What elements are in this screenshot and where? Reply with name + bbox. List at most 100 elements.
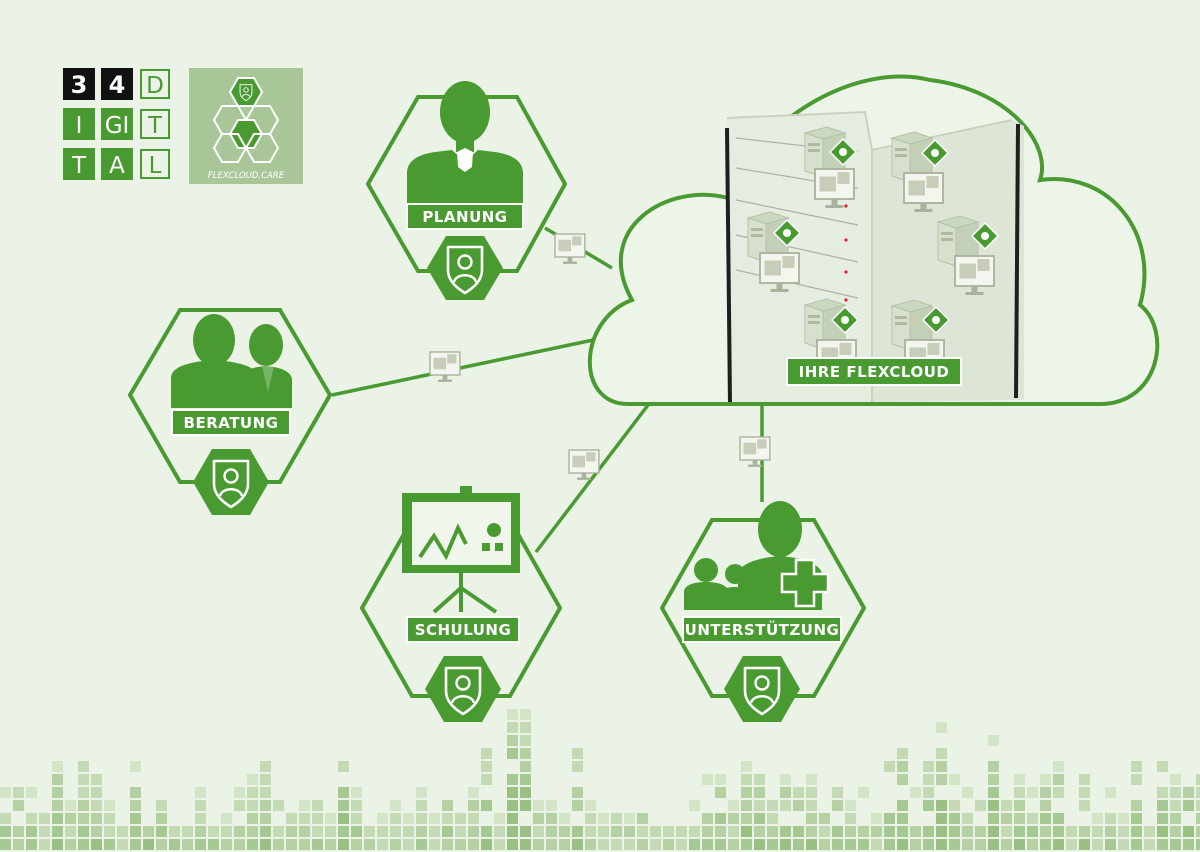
skyline-pixel <box>299 826 310 837</box>
skyline-pixel <box>273 839 284 850</box>
skyline-pixel <box>507 709 518 720</box>
skyline-pixel <box>988 787 999 798</box>
skyline-pixel <box>507 735 518 746</box>
skyline-pixel <box>507 787 518 798</box>
skyline-pixel <box>351 826 362 837</box>
logo-char: 3 <box>71 71 88 99</box>
skyline-pixel <box>741 787 752 798</box>
skyline-pixel <box>702 839 713 850</box>
skyline-pixel <box>338 813 349 824</box>
skyline-pixel <box>689 826 700 837</box>
skyline-pixel <box>39 826 50 837</box>
skyline-pixel <box>806 774 817 785</box>
skyline-pixel <box>1170 839 1181 850</box>
skyline-pixel <box>312 800 323 811</box>
skyline-pixel <box>585 800 596 811</box>
skyline-pixel <box>52 839 63 850</box>
skyline-pixel <box>195 813 206 824</box>
skyline-pixel <box>234 800 245 811</box>
skyline-pixel <box>1053 774 1064 785</box>
skyline-pixel <box>520 826 531 837</box>
skyline-pixel <box>1183 839 1194 850</box>
service-label-unterstuetzung: UNTERSTÜTZUNG <box>685 620 840 639</box>
skyline-pixel <box>507 800 518 811</box>
skyline-pixel <box>715 839 726 850</box>
skyline-pixel <box>91 787 102 798</box>
skyline-pixel <box>780 826 791 837</box>
skyline-pixel <box>65 839 76 850</box>
skyline-pixel <box>416 826 427 837</box>
logo-char: I <box>76 113 83 139</box>
skyline-pixel <box>0 826 11 837</box>
skyline-pixel <box>520 748 531 759</box>
skyline-pixel <box>741 839 752 850</box>
skyline-pixel <box>221 826 232 837</box>
skyline-pixel <box>299 839 310 850</box>
service-label-planung: PLANUNG <box>422 208 507 226</box>
skyline-pixel <box>988 826 999 837</box>
skyline-pixel <box>1157 813 1168 824</box>
skyline-pixel <box>793 800 804 811</box>
skyline-pixel <box>468 787 479 798</box>
skyline-pixel <box>780 774 791 785</box>
skyline-pixel <box>468 826 479 837</box>
skyline-pixel <box>845 839 856 850</box>
skyline-pixel <box>715 787 726 798</box>
skyline-pixel <box>689 839 700 850</box>
skyline-pixel <box>195 826 206 837</box>
skyline-pixel <box>1170 826 1181 837</box>
skyline-pixel <box>78 813 89 824</box>
logo-char: L <box>149 153 162 179</box>
skyline-pixel <box>1027 839 1038 850</box>
skyline-pixel <box>585 813 596 824</box>
skyline-pixel <box>234 826 245 837</box>
skyline-pixel <box>1118 813 1129 824</box>
skyline-pixel <box>429 826 440 837</box>
skyline-pixel <box>156 813 167 824</box>
skyline-pixel <box>1040 813 1051 824</box>
skyline-pixel <box>481 826 492 837</box>
skyline-pixel <box>130 839 141 850</box>
skyline-pixel <box>650 839 661 850</box>
skyline-pixel <box>988 761 999 772</box>
skyline-pixel <box>442 826 453 837</box>
skyline-pixel <box>1014 839 1025 850</box>
skyline-pixel <box>910 787 921 798</box>
skyline-pixel <box>78 800 89 811</box>
skyline-pixel <box>143 826 154 837</box>
skyline-pixel <box>403 826 414 837</box>
skyline-pixel <box>26 813 37 824</box>
skyline-pixel <box>1053 839 1064 850</box>
skyline-pixel <box>390 826 401 837</box>
skyline-pixel <box>715 813 726 824</box>
skyline-pixel <box>156 826 167 837</box>
skyline-pixel <box>117 839 128 850</box>
logo-34digital: 3 4 D I GI T T A L <box>63 68 170 180</box>
skyline-pixel <box>286 826 297 837</box>
skyline-pixel-pattern <box>0 709 1200 850</box>
skyline-pixel <box>923 761 934 772</box>
connector-monitor-icon <box>429 351 461 383</box>
service-label-beratung: BERATUNG <box>184 414 279 432</box>
skyline-pixel <box>949 839 960 850</box>
skyline-pixel <box>130 813 141 824</box>
skyline-pixel <box>312 839 323 850</box>
skyline-pixel <box>377 813 388 824</box>
skyline-pixel <box>754 839 765 850</box>
skyline-pixel <box>442 800 453 811</box>
skyline-pixel <box>936 826 947 837</box>
skyline-pixel <box>156 800 167 811</box>
skyline-pixel <box>923 826 934 837</box>
skyline-pixel <box>1196 826 1200 837</box>
skyline-pixel <box>858 826 869 837</box>
skyline-pixel <box>26 826 37 837</box>
skyline-pixel <box>234 787 245 798</box>
skyline-pixel <box>572 839 583 850</box>
skyline-pixel <box>754 787 765 798</box>
skyline-pixel <box>897 813 908 824</box>
skyline-pixel <box>429 813 440 824</box>
skyline-pixel <box>728 826 739 837</box>
skyline-pixel <box>676 839 687 850</box>
skyline-pixel <box>260 839 271 850</box>
logo-char: T <box>71 153 87 179</box>
